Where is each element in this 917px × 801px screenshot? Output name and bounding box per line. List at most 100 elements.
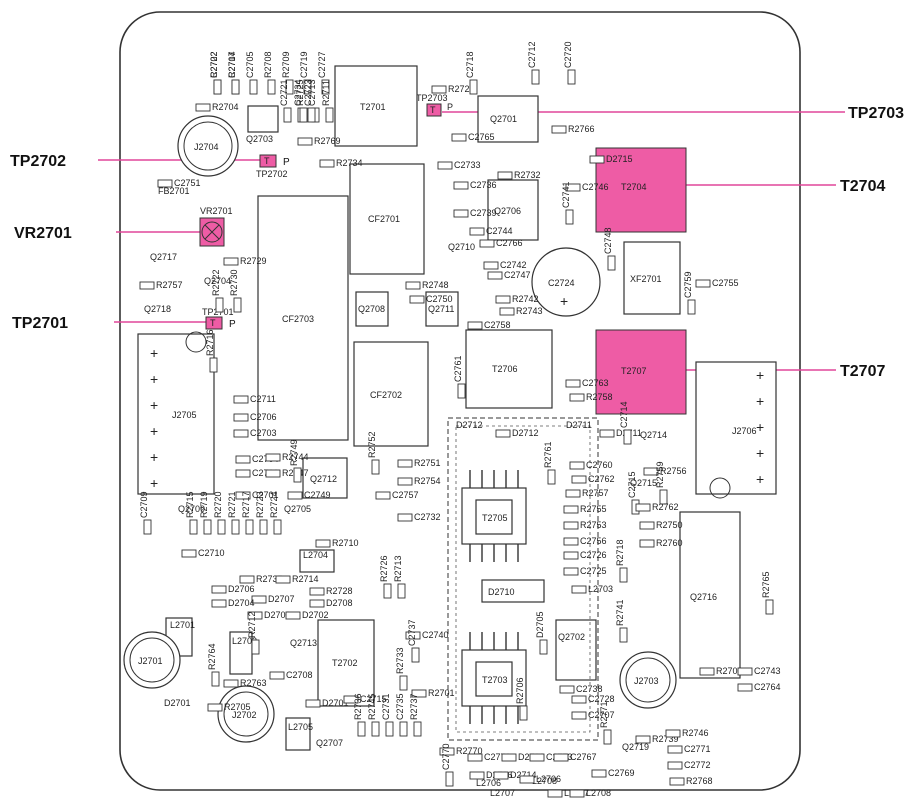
footprint-r2739 xyxy=(635,735,651,744)
l2701-label: L2701 xyxy=(170,620,195,630)
footprint-r2757 xyxy=(139,281,155,290)
ref-c2770: C2770 xyxy=(441,743,451,770)
q2702-body xyxy=(555,619,597,681)
l2705-body xyxy=(285,717,311,751)
footprint-c2715 xyxy=(343,695,359,704)
footprint-c2750 xyxy=(409,295,425,304)
footprint-c2706 xyxy=(233,413,249,422)
t2703-label: T2703 xyxy=(482,675,508,685)
ref-c2702: C2702 xyxy=(252,468,279,478)
ref-c2714: C2714 xyxy=(619,401,629,428)
q2711-label: Q2711 xyxy=(428,304,454,314)
footprint-r2720 xyxy=(217,519,226,535)
ref-r2741: R2741 xyxy=(615,599,625,626)
footprint-d2715 xyxy=(589,155,605,164)
footprint-c2741 xyxy=(565,209,574,225)
footprint-c2758 xyxy=(467,321,483,330)
q2709-label: Q2709 xyxy=(178,504,205,514)
q2707-label: Q2707 xyxy=(316,738,343,748)
t2706-label: T2706 xyxy=(492,364,518,374)
ref-c2765: C2765 xyxy=(468,132,495,142)
ref-c2746: C2746 xyxy=(582,182,609,192)
footprint-d2702 xyxy=(285,611,301,620)
ref-c2712: C2712 xyxy=(527,41,537,68)
footprint-c2732 xyxy=(397,513,413,522)
q2718-label: Q2718 xyxy=(144,304,171,314)
svg-text:+: + xyxy=(756,367,764,383)
q2703-body xyxy=(247,105,279,133)
ref-r2724: R2724 xyxy=(269,491,279,518)
l2702-label: L2702 xyxy=(232,636,257,646)
footprint-c2743 xyxy=(737,667,753,676)
c2724-label: C2724 xyxy=(548,278,575,288)
svg-text:+: + xyxy=(150,423,158,439)
cf2703-label: CF2703 xyxy=(282,314,314,324)
ref-c2715: C2715 xyxy=(360,694,387,704)
ref-c2723: C2723 xyxy=(303,79,313,106)
ref-c2704: C2704 xyxy=(252,454,279,464)
ref-c2761: C2761 xyxy=(453,355,463,382)
j2703-label: J2703 xyxy=(634,676,659,686)
j2702-body xyxy=(217,685,275,743)
ref-c2714: C2714 xyxy=(227,51,237,78)
footprint-r2726 xyxy=(383,583,392,599)
ref-c2751: C2751 xyxy=(174,178,201,188)
q2717-label: Q2717 xyxy=(150,252,177,262)
footprint-d2707 xyxy=(251,595,267,604)
footprint-c2733 xyxy=(437,161,453,170)
fb2701-label: FB2701 xyxy=(158,186,190,196)
callout-tp2701: TP2701 xyxy=(12,315,68,332)
tp2703-p: P xyxy=(447,102,453,112)
ref-r2727: R2727 xyxy=(448,84,475,94)
ref-c2764: C2764 xyxy=(754,682,781,692)
q2712-label: Q2712 xyxy=(310,474,337,484)
ref-c2773: C2773 xyxy=(484,752,511,762)
footprint-c2719 xyxy=(303,79,312,95)
ref-r2746: R2746 xyxy=(682,728,709,738)
ref-c2703: C2703 xyxy=(250,428,277,438)
footprint-r2761 xyxy=(547,469,556,485)
footprint-c2769 xyxy=(591,769,607,778)
footprint-r2736 xyxy=(357,721,366,737)
vr2701-trimmer: VR2701 xyxy=(199,206,233,247)
footprint-c2714 xyxy=(231,79,240,95)
footprint-r2713 xyxy=(397,583,406,599)
ref-r2730: R2730 xyxy=(229,269,239,296)
ref-c2757: C2757 xyxy=(392,490,419,500)
footprint-c2721 xyxy=(283,107,292,123)
ref-r2751: R2751 xyxy=(414,458,441,468)
ref-r2729: R2729 xyxy=(240,256,267,266)
q2716-label: Q2716 xyxy=(690,592,717,602)
ref-c2726: C2726 xyxy=(580,550,607,560)
t2707-highlight xyxy=(595,329,687,415)
footprint-r2765 xyxy=(765,599,774,615)
footprint-r2733 xyxy=(399,675,408,691)
c2724-body xyxy=(531,247,601,317)
ref-c2748: C2748 xyxy=(603,227,613,254)
footprint-c2737 xyxy=(411,647,420,663)
cf2703-body xyxy=(257,195,349,441)
footprint-c2757 xyxy=(375,491,391,500)
footprint-r2745 xyxy=(371,721,380,737)
footprint-c2740 xyxy=(405,631,421,640)
footprint-c2711 xyxy=(233,395,249,404)
footprint-r2728 xyxy=(309,587,325,596)
footprint-c2751 xyxy=(157,179,173,188)
footprint-r2764 xyxy=(211,671,220,687)
ref-r2757: R2757 xyxy=(582,488,609,498)
xf2701-body xyxy=(623,241,681,315)
footprint-c2705 xyxy=(249,79,258,95)
tp2701-p: P xyxy=(229,319,236,330)
footprint-r2752 xyxy=(371,459,380,475)
ref-d2708: D2708 xyxy=(326,598,353,608)
t2704-highlight xyxy=(595,147,687,233)
ref-r2718: R2718 xyxy=(615,539,625,566)
ref-c2734: C2734 xyxy=(293,79,303,106)
t2706-body xyxy=(465,329,553,409)
ref-c2741: C2741 xyxy=(561,181,571,208)
footprint-c2707 xyxy=(571,711,587,720)
j2706-label: J2706 xyxy=(732,426,757,436)
ref-d2705: D2705 xyxy=(535,611,545,638)
footprint-d2703 xyxy=(247,611,263,620)
footprint-r2715 xyxy=(189,519,198,535)
